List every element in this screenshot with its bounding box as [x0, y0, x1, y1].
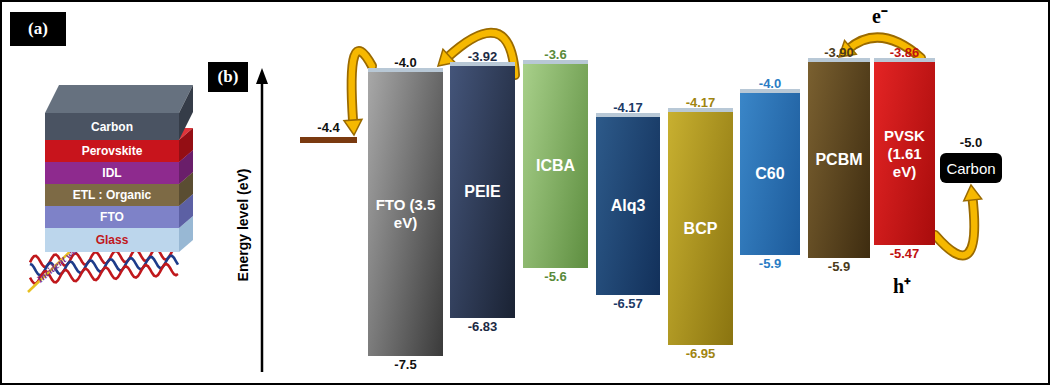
arrow-outline — [935, 197, 974, 256]
layer-top — [45, 172, 193, 184]
material-name: BCP — [681, 219, 721, 238]
layer-text-box: FTO — [45, 206, 179, 228]
arrow-body — [935, 197, 974, 256]
energy-value: -3.86 — [890, 45, 920, 60]
layer-label: Glass — [96, 233, 129, 247]
energy-band: -3.6ICBA-5.6 — [523, 60, 588, 268]
energy-value: -3.90 — [824, 45, 854, 60]
layer-text-box: Perovskite — [45, 140, 179, 162]
material-name: PEIE — [461, 182, 503, 201]
energy-value: -4.0 — [394, 55, 416, 70]
energy-band: -3.86PVSK (1.61 eV)-5.47 — [874, 58, 935, 245]
layer-label: FTO — [100, 210, 124, 224]
axis-title: Energy level (eV) — [235, 169, 251, 282]
layer-top — [45, 216, 193, 228]
layer-label: ETL : Organic — [73, 188, 151, 202]
layer-front — [45, 162, 179, 184]
layer-side — [179, 216, 193, 252]
energy-value: -5.9 — [828, 259, 850, 274]
material-name: PCBM — [812, 150, 865, 169]
layer-text-box: Carbon — [45, 113, 179, 140]
layer-label: Carbon — [91, 120, 133, 134]
energy-band: -3.92PEIE-6.83 — [450, 62, 515, 318]
stack-layer: Carbon — [45, 85, 193, 140]
energy-value: -5.9 — [759, 256, 781, 271]
energy-value: -4.17 — [686, 95, 716, 110]
carrier-symbol: e⁻ — [872, 2, 888, 29]
panel-label: (b) — [218, 67, 239, 87]
energy-band: -4.17BCP-6.95 — [668, 108, 733, 345]
layer-top — [45, 194, 193, 206]
energy-value: -3.92 — [468, 49, 498, 64]
layer-text-box: ETL : Organic — [45, 184, 179, 206]
energy-value: -6.95 — [686, 346, 716, 361]
energy-band: -4.0FTO (3.5 eV)-7.5 — [368, 68, 443, 356]
carrier-symbol: h⁺ — [893, 272, 911, 299]
carrier-arrow — [935, 185, 982, 255]
energy-value: -5.0 — [960, 135, 982, 150]
material-name: Alq3 — [608, 196, 649, 215]
layer-front — [45, 184, 179, 206]
layer-front — [45, 140, 179, 162]
energy-value: -4.4 — [317, 120, 339, 135]
energy-value: -4.0 — [759, 76, 781, 91]
energy-band: -3.90PCBM-5.9 — [808, 58, 870, 258]
energy-value: -3.6 — [544, 47, 566, 62]
layer-top — [45, 85, 193, 113]
layer-label: Perovskite — [82, 144, 143, 158]
material-name: FTO (3.5 eV) — [368, 196, 443, 232]
layer-front — [45, 113, 179, 140]
energy-value: -5.6 — [544, 269, 566, 284]
layer-front — [45, 206, 179, 228]
energy-value: -4.17 — [613, 100, 643, 115]
layer-text-box: Glass — [45, 228, 179, 252]
energy-value: -5.47 — [890, 246, 920, 261]
energy-value: -6.83 — [468, 319, 498, 334]
energy-band: -4.4 — [300, 137, 357, 143]
panel-tag: (a) — [10, 12, 66, 46]
panel-label: (a) — [28, 19, 48, 39]
material-name: ICBA — [533, 156, 578, 175]
material-name: C60 — [752, 164, 787, 183]
energy-axis — [261, 82, 264, 372]
arrowhead — [344, 119, 362, 135]
layer-text-box: IDL — [45, 162, 179, 184]
layer-top — [45, 150, 193, 162]
energy-band: -4.17Alq3-6.57 — [596, 113, 660, 295]
material-name: PVSK (1.61 eV) — [874, 127, 935, 181]
electrode-box: -5.0Carbon — [940, 153, 1002, 183]
layer-label: IDL — [102, 166, 121, 180]
energy-value: -7.5 — [394, 357, 416, 372]
arrowhead — [964, 185, 982, 201]
axis-arrowhead — [256, 68, 268, 84]
energy-value: -6.57 — [613, 296, 643, 311]
material-name: Carbon — [946, 160, 995, 177]
layer-front — [45, 228, 179, 252]
layer-top — [45, 128, 193, 140]
energy-band: -4.0C60-5.9 — [740, 89, 800, 255]
panel-tag: (b) — [208, 62, 248, 92]
